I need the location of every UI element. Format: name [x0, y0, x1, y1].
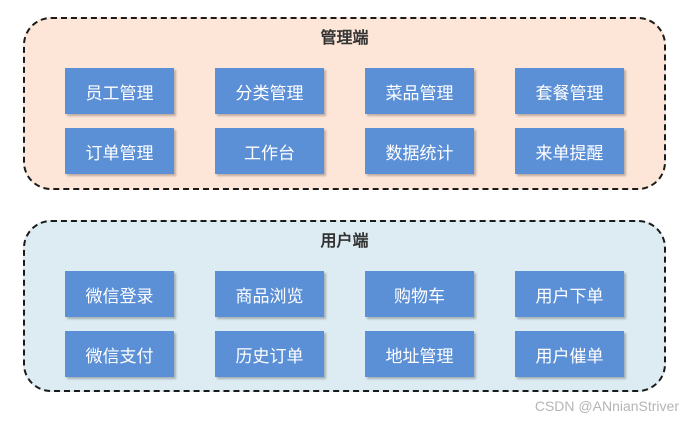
- admin-feature-box: 来单提醒: [515, 128, 624, 174]
- admin-feature-grid: 员工管理 分类管理 菜品管理 套餐管理 订单管理 工作台 数据统计 来单提醒: [65, 68, 624, 174]
- user-feature-box: 历史订单: [215, 331, 324, 377]
- user-feature-box: 用户下单: [515, 271, 624, 317]
- admin-feature-box: 工作台: [215, 128, 324, 174]
- user-feature-box: 微信登录: [65, 271, 174, 317]
- watermark: CSDN @ANnianStriver: [534, 398, 679, 414]
- user-feature-box: 购物车: [365, 271, 474, 317]
- admin-feature-box: 数据统计: [365, 128, 474, 174]
- user-panel-title: 用户端: [320, 231, 369, 250]
- admin-feature-box: 菜品管理: [365, 68, 474, 114]
- admin-feature-box: 套餐管理: [515, 68, 624, 114]
- user-feature-box: 地址管理: [365, 331, 474, 377]
- user-feature-box: 用户催单: [515, 331, 624, 377]
- admin-feature-box: 订单管理: [65, 128, 174, 174]
- user-feature-box: 商品浏览: [215, 271, 324, 317]
- user-feature-grid: 微信登录 商品浏览 购物车 用户下单 微信支付 历史订单 地址管理 用户催单: [65, 271, 624, 377]
- admin-feature-box: 分类管理: [215, 68, 324, 114]
- user-panel: 用户端 微信登录 商品浏览 购物车 用户下单 微信支付 历史订单 地址管理 用户…: [23, 220, 666, 392]
- user-feature-box: 微信支付: [65, 331, 174, 377]
- admin-panel: 管理端 员工管理 分类管理 菜品管理 套餐管理 订单管理 工作台 数据统计 来单…: [23, 17, 666, 190]
- admin-panel-title: 管理端: [320, 28, 369, 47]
- admin-feature-box: 员工管理: [65, 68, 174, 114]
